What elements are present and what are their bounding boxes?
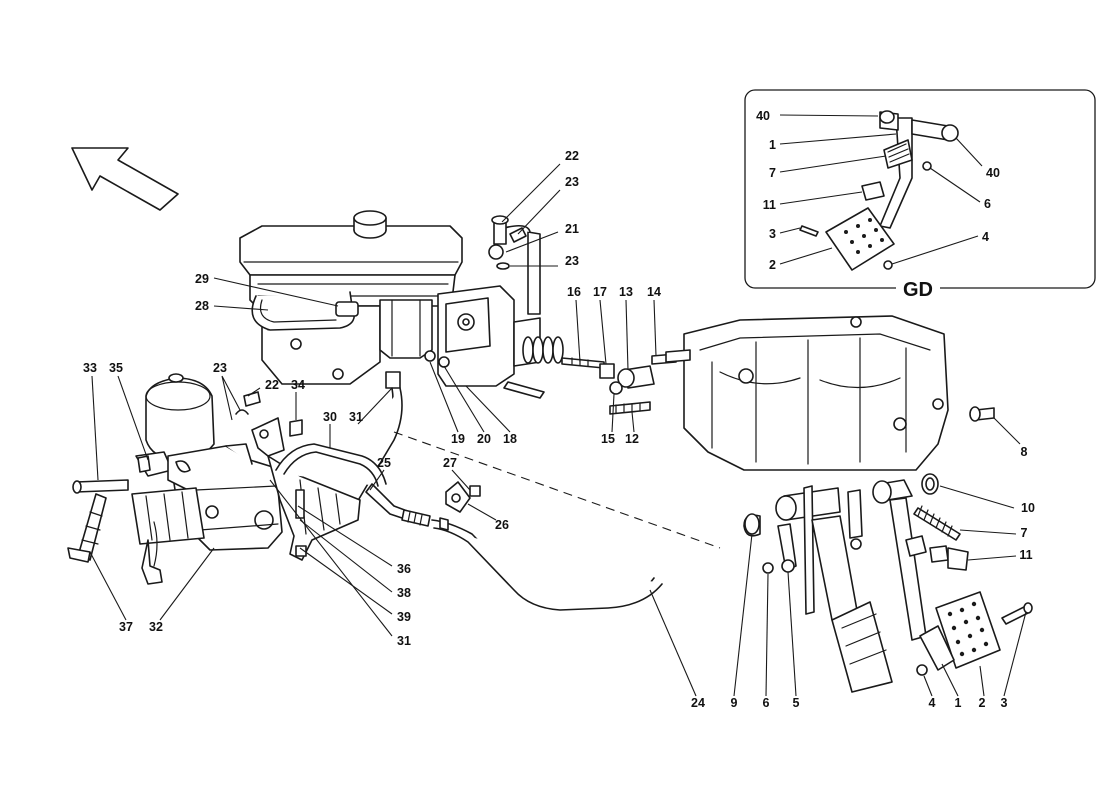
callout-numbers: 22 23 21 23 29 28 16 17 13 14 33 35 23 2… bbox=[83, 149, 1035, 710]
inset-callout-11: 11 bbox=[763, 198, 776, 212]
pedal-box-housing bbox=[665, 315, 949, 471]
callout-5: 5 bbox=[793, 696, 800, 710]
pump-hose bbox=[67, 493, 107, 563]
direction-arrow-left bbox=[71, 147, 179, 211]
callout-24: 24 bbox=[691, 696, 705, 710]
line-24 bbox=[431, 517, 663, 611]
pedal-spring-switch bbox=[743, 473, 969, 574]
inset-callouts: 40 1 7 11 3 2 40 6 4 bbox=[756, 109, 1000, 272]
clutch-pedal-arm bbox=[872, 479, 927, 641]
callout-6-main: 6 bbox=[763, 696, 770, 710]
callout-38: 38 bbox=[397, 586, 411, 600]
callout-32: 32 bbox=[149, 620, 163, 634]
housing-bolt bbox=[969, 406, 995, 422]
bleed-screw bbox=[488, 215, 527, 270]
callout-23-a: 23 bbox=[565, 175, 579, 189]
pump-unit bbox=[131, 443, 283, 585]
callout-1-main: 1 bbox=[955, 696, 962, 710]
inset-leaders bbox=[779, 114, 983, 265]
callout-17: 17 bbox=[593, 285, 607, 299]
pushrod-fork bbox=[599, 353, 677, 415]
inset-callout-2: 2 bbox=[769, 258, 776, 272]
return-pipe bbox=[503, 224, 541, 315]
callout-23-c: 23 bbox=[213, 361, 227, 375]
inset-callout-3: 3 bbox=[769, 227, 776, 241]
master-cylinder bbox=[424, 285, 605, 399]
callout-22-top: 22 bbox=[565, 149, 579, 163]
callout-8: 8 bbox=[1021, 445, 1028, 459]
callout-31-top: 31 bbox=[349, 410, 363, 424]
clutch-pedal-pad bbox=[916, 591, 1033, 676]
brake-pedal-arm bbox=[811, 515, 893, 693]
callout-11-main: 11 bbox=[1019, 548, 1032, 562]
inset-callout-6: 6 bbox=[984, 197, 991, 211]
inset-pedal-drawing bbox=[799, 110, 959, 271]
callout-34: 34 bbox=[291, 378, 305, 392]
callout-13: 13 bbox=[619, 285, 633, 299]
callout-37: 37 bbox=[119, 620, 133, 634]
callout-9: 9 bbox=[731, 696, 738, 710]
callout-19: 19 bbox=[451, 432, 465, 446]
reservoir-hose bbox=[251, 291, 359, 331]
callout-39: 39 bbox=[397, 610, 411, 624]
assembly-dash-line bbox=[393, 431, 721, 549]
callout-4-main: 4 bbox=[929, 696, 936, 710]
callout-20: 20 bbox=[477, 432, 491, 446]
callout-27: 27 bbox=[443, 456, 457, 470]
inset-title: GD bbox=[903, 279, 933, 301]
inset-callout-40-left: 40 bbox=[756, 109, 770, 123]
callout-33: 33 bbox=[83, 361, 97, 375]
callout-23-b: 23 bbox=[565, 254, 579, 268]
pipe-30 bbox=[275, 443, 387, 487]
hose-25 bbox=[365, 483, 431, 527]
callout-21: 21 bbox=[565, 222, 579, 236]
inset-callout-7: 7 bbox=[769, 166, 776, 180]
clamp-26-27 bbox=[445, 481, 481, 513]
inset-callout-40-right: 40 bbox=[986, 166, 1000, 180]
callout-26: 26 bbox=[495, 518, 509, 532]
callout-29: 29 bbox=[195, 272, 209, 286]
callout-16: 16 bbox=[567, 285, 581, 299]
callout-30: 30 bbox=[323, 410, 337, 424]
callout-28: 28 bbox=[195, 299, 209, 313]
leader-lines bbox=[89, 163, 1027, 697]
callout-25: 25 bbox=[377, 456, 391, 470]
callout-7-main: 7 bbox=[1021, 526, 1028, 540]
callout-14: 14 bbox=[647, 285, 661, 299]
inset-callout-1: 1 bbox=[769, 138, 776, 152]
fluid-reservoir bbox=[239, 210, 463, 385]
callout-10: 10 bbox=[1021, 501, 1035, 515]
callout-12: 12 bbox=[625, 432, 639, 446]
callout-36: 36 bbox=[397, 562, 411, 576]
inset-callout-4: 4 bbox=[982, 230, 989, 244]
callout-22-mid: 22 bbox=[265, 378, 279, 392]
callout-35: 35 bbox=[109, 361, 123, 375]
callout-3-main: 3 bbox=[1001, 696, 1008, 710]
callout-2-main: 2 bbox=[979, 696, 986, 710]
callout-18: 18 bbox=[503, 432, 517, 446]
pedal-pivot-tube bbox=[775, 485, 863, 615]
callout-15: 15 bbox=[601, 432, 615, 446]
callout-31-bottom: 31 bbox=[397, 634, 411, 648]
